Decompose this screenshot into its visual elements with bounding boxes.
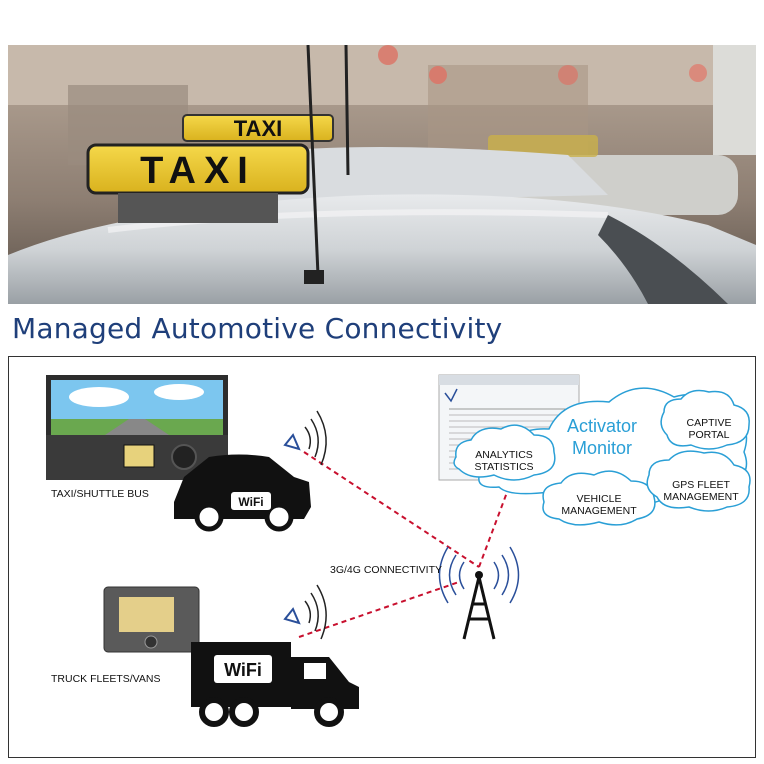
cloud-link — [478, 486, 510, 568]
far-taxi-sign-text: TAXI — [234, 116, 282, 141]
captive-line2: PORTAL — [688, 429, 730, 441]
captive-portal-label: CAPTIVE PORTAL — [674, 417, 744, 441]
cloud-title-line1: Activator — [566, 416, 638, 436]
taxi-wifi-badge: WiFi — [238, 495, 263, 509]
page-title: Managed Automotive Connectivity — [12, 312, 503, 345]
captive-portal-cloud — [660, 389, 750, 450]
vehicle-line2: MANAGEMENT — [561, 505, 637, 517]
analytics-label: ANALYTICS STATISTICS — [464, 449, 544, 473]
truck-label: TRUCK FLEETS/VANS — [51, 673, 161, 685]
analytics-cloud — [453, 424, 556, 481]
truck-wifi-badge: WiFi — [224, 660, 262, 680]
cloud-title: Activator Monitor — [547, 415, 657, 459]
analytics-line2: STATISTICS — [474, 461, 534, 473]
cloud-title-line2: Monitor — [571, 438, 633, 458]
captive-line1: CAPTIVE — [686, 417, 732, 429]
main-taxi-sign-text: TAXI — [140, 150, 256, 192]
va-logo-icon-truck — [283, 584, 327, 640]
gps-line2: MANAGEMENT — [663, 491, 739, 503]
taxi-link — [303, 451, 480, 568]
gps-fleet-label: GPS FLEET MANAGEMENT — [651, 479, 751, 503]
vehicle-management-label: VEHICLE MANAGEMENT — [549, 493, 649, 517]
truck-link — [298, 581, 460, 638]
cell-tower-icon — [438, 546, 520, 640]
cloud-group — [453, 387, 751, 526]
diagram-graphics: WiFi WiFi — [46, 374, 751, 727]
connectivity-diagram: WiFi WiFi — [8, 356, 756, 758]
taxi-label: TAXI/SHUTTLE BUS — [51, 488, 149, 500]
dashboard-image — [46, 375, 228, 480]
analytics-line1: ANALYTICS — [475, 449, 533, 461]
taxi-photo-illustration: TAXI TAXI — [8, 45, 756, 304]
gps-fleet-cloud — [646, 450, 751, 512]
vehicle-line1: VEHICLE — [576, 493, 622, 505]
va-logo-icon-taxi — [283, 410, 327, 466]
truck-icon: WiFi — [191, 642, 359, 727]
vehicle-management-cloud — [542, 470, 656, 526]
connectivity-label: 3G/4G CONNECTIVITY — [330, 564, 443, 576]
navigation-unit-image — [103, 586, 200, 653]
taxi-photo: TAXI TAXI — [8, 45, 756, 304]
taxi-icon: WiFi — [174, 454, 311, 532]
gps-line1: GPS FLEET — [672, 479, 730, 491]
